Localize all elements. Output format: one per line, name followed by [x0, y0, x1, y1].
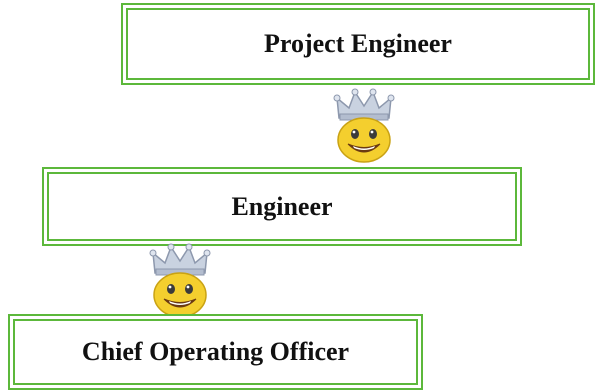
- crowned-smiley-icon: [333, 88, 395, 163]
- role-label: Engineer: [231, 191, 333, 221]
- crowned-smiley-icon: [149, 243, 211, 318]
- role-box-chief-operating-officer: Chief Operating Officer: [8, 314, 423, 390]
- role-label: Project Engineer: [264, 29, 452, 58]
- role-box-project-engineer: Project Engineer: [121, 3, 595, 85]
- role-label: Chief Operating Officer: [81, 337, 350, 366]
- role-box-engineer: Engineer: [42, 167, 522, 246]
